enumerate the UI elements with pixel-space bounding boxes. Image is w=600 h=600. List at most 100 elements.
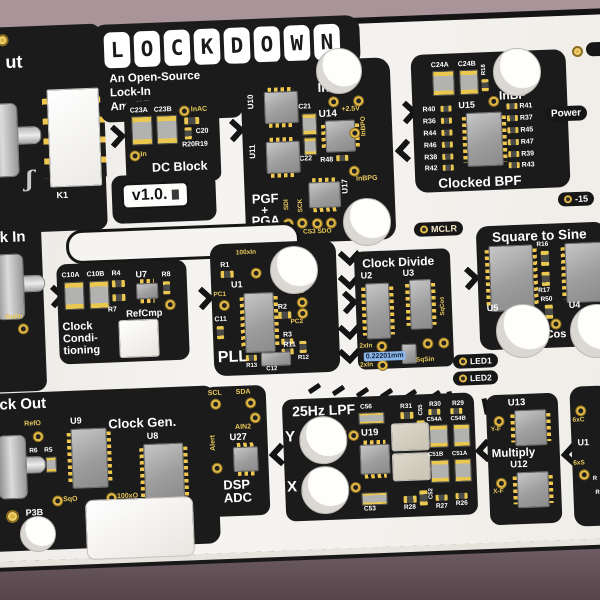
refdes-c12: C12: [266, 365, 278, 373]
resistor: [442, 164, 454, 171]
chip-u8: [143, 442, 186, 503]
block-dsp-adc: SCL SDA AIN2 U27 Alert DSP ADC: [203, 384, 271, 518]
testpoint-sdo: [326, 218, 336, 228]
refdes-c23b: C23B: [153, 106, 172, 114]
chip-u9: [70, 427, 109, 489]
resistor: [506, 102, 518, 110]
block-title-clock-in: ck In: [0, 228, 26, 247]
mclr-text: MCLR: [430, 223, 458, 235]
mounting-can: [20, 516, 56, 552]
resistor: [450, 407, 463, 415]
chip-u19: [359, 443, 391, 475]
bnc-connector: [0, 253, 26, 321]
testpoint-y: [348, 430, 359, 441]
testpoint-alert: [212, 463, 222, 473]
measurement-value: 0.22201mm: [365, 352, 404, 361]
tp-label-2xin: 2xIn: [359, 342, 373, 350]
relay-k1-label: K1: [56, 189, 69, 201]
refdes-c55: C55: [418, 404, 425, 416]
tp-label-sqcos: SqCos: [439, 296, 447, 316]
testpoint-cs3: [312, 218, 322, 229]
capacitor: [358, 411, 385, 425]
refdes-c51a: C51A: [451, 450, 468, 458]
block-title-cond3: tioning: [63, 343, 101, 358]
block-clock-in: ck In RefIn: [0, 220, 48, 394]
refdes-r36: R36: [422, 118, 436, 126]
testpoint-inbp: [489, 96, 499, 107]
capacitor: [428, 424, 449, 449]
testpoint-inbpg: [349, 166, 359, 176]
refdes-c53: C53: [363, 505, 377, 513]
tp-label-2v5: +2.5V: [341, 105, 361, 114]
tp-label-6xcos: 6xC: [572, 416, 585, 424]
version-cursor: [171, 189, 179, 200]
bnc-pin: [22, 274, 46, 293]
refdes-c11: C11: [214, 315, 228, 324]
measurement-tooltip: 0.22201mm: [363, 350, 406, 362]
resistor: [541, 271, 550, 287]
tp-label-scl: SCL: [207, 389, 222, 398]
refdes-c54b: C54B: [450, 415, 467, 423]
refdes-r50: R50: [540, 295, 553, 304]
film-capacitor: [300, 465, 351, 516]
block-clocked-bpf: C24A C24B R18 InBP U15 R40 R36 R44 R46 R…: [410, 49, 571, 193]
testpoint-gold: [6, 510, 19, 523]
capacitor: [361, 491, 388, 506]
subtitle-line: Lock-In: [109, 85, 152, 100]
test point-pc3: [297, 297, 307, 308]
resistor: [455, 492, 468, 500]
refdes-r18: R18: [480, 64, 488, 76]
testpoint-2v5: [353, 96, 364, 106]
resistor: [506, 114, 519, 122]
refdes-r46: R46: [423, 142, 437, 150]
testpoint-2xin: [377, 341, 387, 352]
capacitor: [88, 280, 110, 310]
label-y: Y: [284, 428, 296, 446]
refdes-u17: U17: [340, 178, 350, 194]
testpoint-mclr: [419, 225, 429, 234]
led2-label: LED2: [452, 370, 498, 386]
refdes-u10: U10: [245, 94, 256, 110]
chip-u2: [364, 282, 392, 340]
capacitor-large: [391, 452, 431, 482]
refdes-r47: R47: [520, 138, 534, 146]
resistor: [481, 79, 489, 92]
block-title-clock-out: ck Out: [0, 394, 47, 414]
tp-label-yf: Y-F: [490, 425, 502, 434]
testpoint-sck: [297, 218, 307, 228]
led2-text: LED2: [469, 372, 492, 384]
capacitor: [63, 281, 85, 311]
testpoint-in: [130, 151, 140, 161]
tp-label-pc1: PC1: [213, 290, 227, 299]
block-clock-divide: Clock Divide U2 U3 SqCos 2xIn 0.22201mm …: [353, 248, 455, 371]
tp-label-pc2: PC2: [290, 317, 304, 326]
resistor: [162, 281, 171, 295]
connector-p3b: [84, 495, 196, 561]
power-label: Power: [544, 105, 588, 122]
refdes-c20: C20: [195, 127, 209, 136]
tp-label-xf: X-F: [493, 487, 504, 496]
testpoint-inlp: [328, 97, 339, 107]
led1-label: LED1: [452, 353, 498, 369]
logo-letter: W: [283, 24, 311, 62]
logo-letter: C: [163, 29, 191, 67]
refdes-u27: U27: [229, 431, 248, 444]
refdes-r31: R31: [399, 402, 413, 411]
chip-u15: [465, 111, 504, 167]
tp-label-refcmp: RefCmp: [125, 307, 163, 320]
testpoint-sqo: [53, 496, 63, 506]
testpoint-sqsin: [423, 338, 433, 349]
capacitor-small: [419, 490, 428, 506]
refdes-r1: R1: [220, 261, 230, 270]
resistor: [440, 117, 453, 124]
capacitor: [301, 113, 318, 136]
refdes-c10a: C10A: [61, 271, 80, 280]
refdes-r7: R7: [107, 306, 117, 314]
version-box: v1.0.: [121, 181, 189, 210]
resistor: [440, 105, 452, 112]
subtitle-line: An Open-Source: [109, 69, 201, 86]
capacitor: [452, 423, 471, 448]
testpoint-ain2: [250, 413, 260, 423]
refdes-r17: R17: [538, 286, 551, 295]
capacitor-can: [343, 198, 391, 246]
